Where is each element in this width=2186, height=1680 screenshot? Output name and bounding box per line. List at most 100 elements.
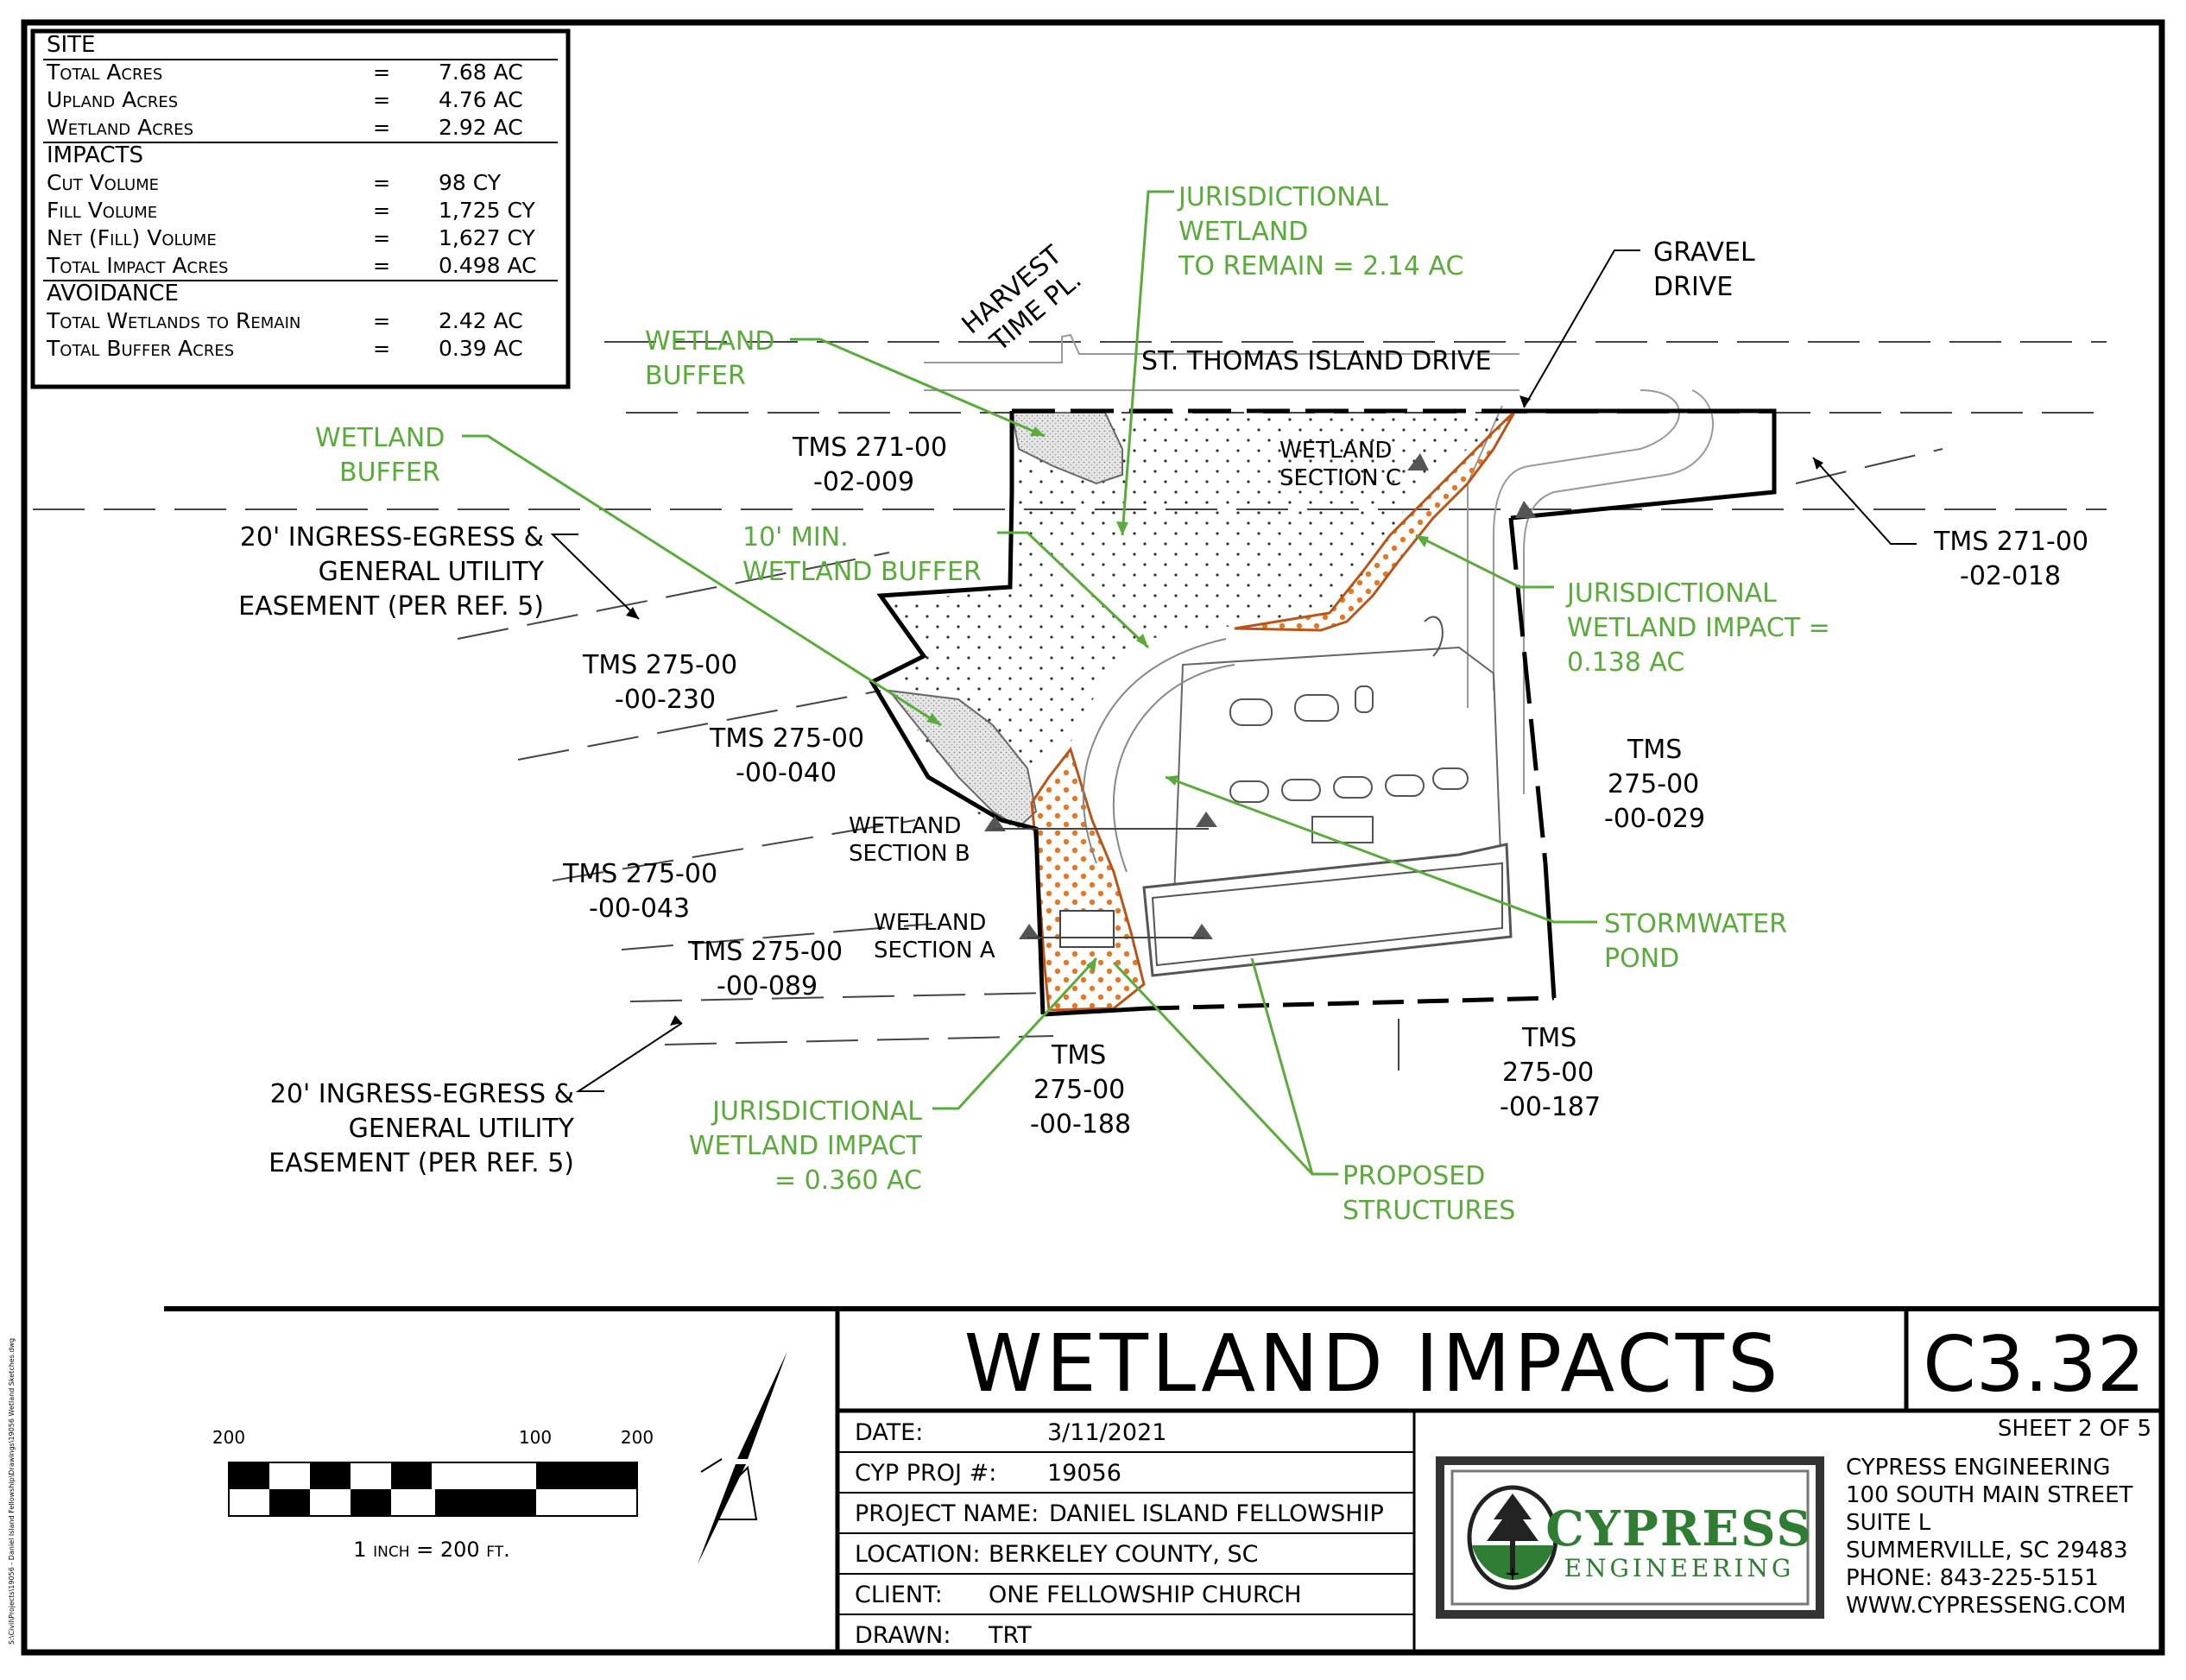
- wetland-section-c-b: SECTION C: [1279, 465, 1401, 491]
- field-value: BERKELEY COUNTY, SC: [989, 1541, 1259, 1568]
- field-label: PROJECT NAME:: [855, 1500, 1039, 1527]
- cypress-logo: + CYPRESS ENGINEERING: [1436, 1456, 1824, 1619]
- tms-275-230-b: -00-230: [615, 685, 716, 715]
- table-row-equals: =: [373, 171, 390, 195]
- tms-271-018: TMS 271-00: [1933, 527, 2088, 557]
- easement-line-east: [1795, 448, 1943, 484]
- table-row-equals: =: [373, 60, 390, 85]
- table-row-equals: =: [373, 116, 390, 140]
- ingress-easement-1b: GENERAL UTILITY: [319, 557, 545, 587]
- wetland-buffer-label-2: WETLAND: [315, 423, 445, 453]
- proposed-structure: [1142, 816, 1513, 977]
- wetland-section-a: WETLAND: [874, 910, 986, 936]
- field-label: LOCATION:: [855, 1541, 981, 1568]
- logo-sub: ENGINEERING: [1564, 1554, 1795, 1582]
- table-row-equals: =: [373, 254, 390, 278]
- table-row-equals: =: [373, 226, 390, 250]
- leader-proposed-2: [1250, 957, 1314, 1175]
- wetland-section-a-b: SECTION A: [874, 938, 995, 963]
- map-labels: HARVEST TIME PL. ST. THOMAS ISLAND DRIVE…: [238, 182, 2088, 1226]
- table-row-label: Wetland Acres: [47, 115, 193, 140]
- wetland-section-b: WETLAND: [849, 813, 961, 839]
- wetland-buffer-west: [887, 689, 1038, 829]
- table-row-equals: =: [373, 88, 390, 112]
- jw-remain-label-3: TO REMAIN = 2.14 AC: [1178, 251, 1463, 281]
- proposed-structures-label-b: STRUCTURES: [1343, 1196, 1515, 1226]
- stormwater-label: STORMWATER: [1604, 909, 1787, 939]
- scale-tick-right: 200: [621, 1427, 654, 1448]
- table-row-value: 98 CY: [439, 170, 502, 195]
- tms-275-187-c: -00-187: [1500, 1092, 1601, 1122]
- field-value: ONE FELLOWSHIP CHURCH: [989, 1582, 1302, 1608]
- easement-line-2: [517, 690, 881, 761]
- table-section-header: AVOIDANCE: [47, 281, 179, 306]
- wetland-buffer-north: [1010, 412, 1123, 485]
- field-label: DRAWN:: [855, 1622, 951, 1649]
- table-section-header: IMPACTS: [47, 142, 143, 168]
- ingress-easement-1: 20' INGRESS-EGRESS &: [240, 522, 544, 553]
- company-info-line: 100 SOUTH MAIN STREET: [1846, 1482, 2132, 1508]
- file-path: S:\Civil\Projects\19056 - Daniel Island …: [8, 1338, 16, 1645]
- scale-tick-mid: 100: [519, 1427, 552, 1448]
- jw-impact-a-label-b: WETLAND IMPACT: [689, 1131, 923, 1161]
- wetland-section-c: WETLAND: [1279, 438, 1392, 464]
- sheet-number: C3.32: [1923, 1320, 2145, 1409]
- company-info-line: WWW.CYPRESSENG.COM: [1846, 1593, 2126, 1619]
- tms-275-187: TMS: [1521, 1023, 1576, 1053]
- company-info-line: CYPRESS ENGINEERING: [1846, 1455, 2110, 1481]
- leader-wb2: [462, 434, 942, 727]
- scale-bar: 200 100 200 1 inch = 200 ft.: [212, 1427, 654, 1562]
- table-row-label: Total Impact Acres: [46, 253, 228, 278]
- tms-275-187-b: 275-00: [1502, 1058, 1594, 1088]
- table-row-value: 1,627 CY: [439, 225, 536, 250]
- tms-275-029-b: 275-00: [1608, 769, 1699, 799]
- sheet-border: [21, 19, 2165, 1656]
- tms-275-089: TMS 275-00: [687, 937, 843, 967]
- table-row-value: 7.68 AC: [439, 60, 523, 85]
- jw-impact-c-label: JURISDICTIONAL: [1565, 578, 1777, 609]
- ingress-easement-2: 20' INGRESS-EGRESS &: [270, 1079, 574, 1109]
- property-boundary: [869, 408, 1777, 1017]
- leader-min-buffer: [997, 531, 1150, 649]
- logo-word: CYPRESS: [1545, 1500, 1813, 1557]
- existing-structure-a: [1059, 910, 1115, 948]
- leader-arrows-green: [926, 426, 1429, 972]
- table-row-label: Total Wetlands to Remain: [46, 308, 300, 333]
- table-row-equals: =: [373, 309, 390, 333]
- table-section-header: SITE: [47, 32, 95, 58]
- table-row-value: 0.39 AC: [439, 336, 523, 361]
- leader-jw-impact-c: [1415, 534, 1554, 589]
- wetland-buffer-label-1: WETLAND: [645, 326, 774, 357]
- wetland-section-b-b: SECTION B: [849, 841, 970, 867]
- road-edge-1: [924, 333, 1519, 363]
- jw-impact-a-label-c: = 0.360 AC: [774, 1165, 922, 1196]
- section-markers: [984, 453, 1537, 939]
- tms-275-230: TMS 275-00: [582, 650, 737, 680]
- tree-icon: [1487, 1494, 1538, 1541]
- tms-275-089-b: -00-089: [717, 971, 818, 1001]
- scale-caption: 1 inch = 200 ft.: [353, 1538, 510, 1562]
- table-row-value: 2.92 AC: [439, 115, 523, 140]
- tms-275-029: TMS: [1627, 735, 1682, 765]
- company-info-line: SUMMERVILLE, SC 29483: [1846, 1538, 2128, 1563]
- easement-line-6: [664, 1035, 1054, 1045]
- field-label: CLIENT:: [855, 1582, 943, 1608]
- parking-islands: [1229, 616, 1469, 803]
- field-label: CYP PROJ #:: [855, 1460, 996, 1487]
- min-buffer-label: 10' MIN.: [742, 522, 849, 553]
- leader-wb1: [790, 338, 1046, 438]
- leader-jw-remain: [1121, 190, 1174, 536]
- leader-lines: [462, 190, 1597, 1176]
- jw-impact-a-label: JURISDICTIONAL: [711, 1096, 922, 1127]
- tms-271-018-b: -02-018: [1960, 561, 2061, 591]
- proposed-structures-label: PROPOSED: [1343, 1161, 1485, 1191]
- table-row-label: Net (Fill) Volume: [47, 225, 217, 250]
- wetland-impact-a: [1030, 746, 1146, 1012]
- ingress-easement-2b: GENERAL UTILITY: [349, 1114, 575, 1144]
- min-buffer-label-b: WETLAND BUFFER: [742, 557, 982, 587]
- table-row-label: Total Buffer Acres: [46, 336, 234, 361]
- tms-271-009-b: -02-009: [813, 467, 914, 497]
- jw-impact-c-label-c: 0.138 AC: [1567, 647, 1684, 678]
- tms-275-188: TMS: [1051, 1040, 1106, 1071]
